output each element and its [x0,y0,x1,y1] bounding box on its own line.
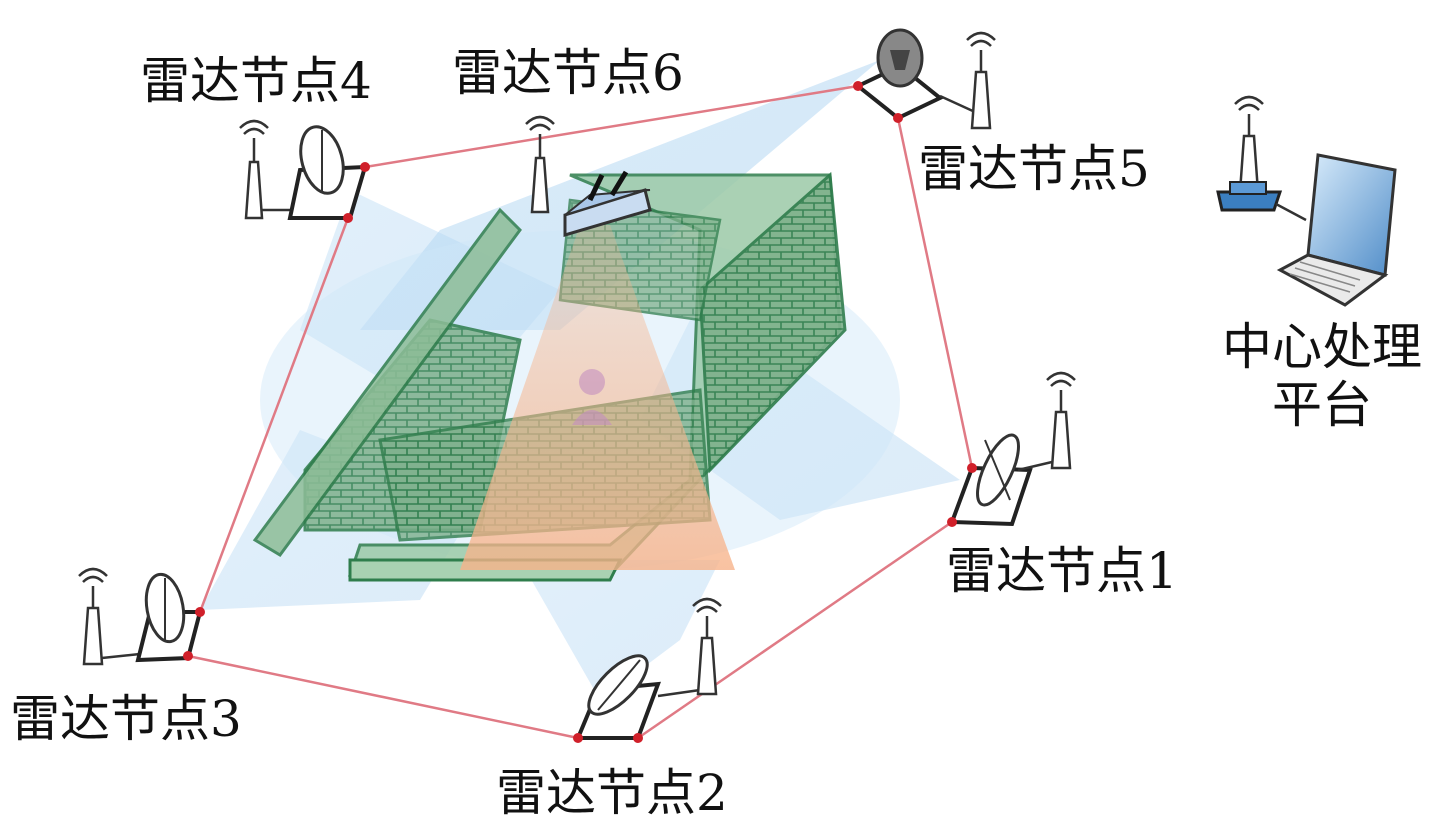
label-radar-node-6: 雷达节点6 [452,44,684,102]
node-dot [195,607,205,617]
antenna-icon [1234,95,1264,194]
antenna-icon [239,119,269,220]
radar-node-2 [573,597,722,743]
node-dot [633,733,643,743]
radar-node-3 [78,567,205,666]
antenna-icon [966,31,996,130]
coverage-node2 [520,560,720,700]
node-dot [967,463,977,473]
label-radar-node-4: 雷达节点4 [140,52,372,110]
radar-beam-node6 [460,225,735,570]
link-2-3 [187,654,579,740]
label-radar-node-1: 雷达节点1 [946,542,1178,600]
node-dot [183,651,193,661]
node-dot [343,213,353,223]
antenna-icon [692,597,722,696]
laptop-icon [1276,153,1397,307]
label-radar-node-2: 雷达节点2 [496,764,728,822]
network-links [187,84,974,740]
central-platform [1216,95,1397,307]
radar-node-5 [853,28,996,130]
link-1-2 [637,520,953,740]
building-roof-left [252,207,522,557]
antenna-icon [78,567,108,666]
node-dot [947,517,957,527]
radar-node-6 [525,115,652,238]
link-5-1 [896,117,974,469]
node-dot [893,113,903,123]
building-right-wall [698,171,847,474]
platform-label-line1: 中心处理 [1222,318,1422,376]
antenna-icon [1046,371,1076,470]
label-radar-node-5: 雷达节点5 [918,140,1150,198]
label-central-platform: 中心处理 平台 [1208,318,1436,434]
link-3-4 [198,217,350,613]
antenna-icon [525,115,555,214]
radar-node-1 [947,371,1076,527]
node-dot [360,162,370,172]
target-person-icon [572,369,612,425]
radar-node-4 [239,119,370,223]
node-dot [573,733,583,743]
link-4-5 [364,84,859,169]
node-dot [853,81,863,91]
label-radar-node-3: 雷达节点3 [10,690,242,748]
platform-label-line2: 平台 [1272,376,1372,434]
